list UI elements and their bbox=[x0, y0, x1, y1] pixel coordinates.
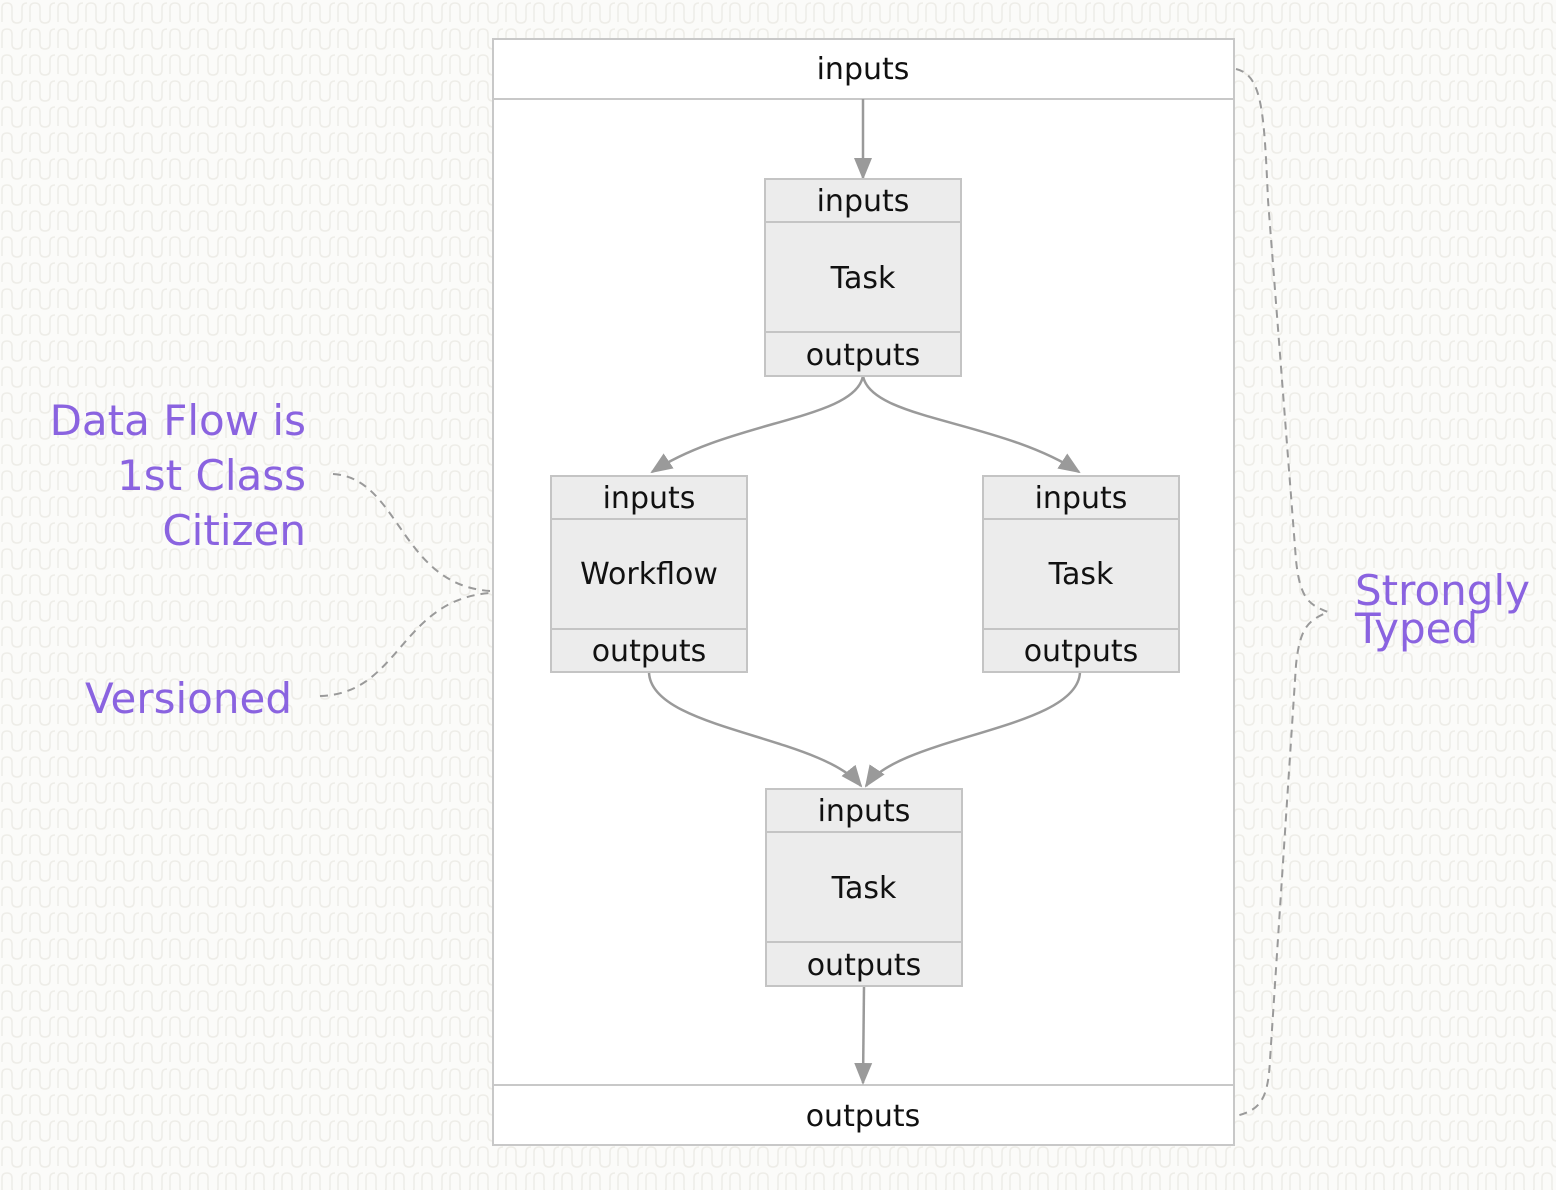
workflow-inputs-bar bbox=[492, 38, 1235, 100]
node-task-bottom: inputs Task outputs bbox=[765, 788, 963, 987]
node-name-label: Task bbox=[831, 871, 897, 906]
node-name-label: Workflow bbox=[580, 557, 718, 592]
edge-workflow-to-task-bottom bbox=[647, 671, 863, 788]
node-name-label: Task bbox=[1048, 557, 1114, 592]
annotation-data-flow-line1: Data Flow is bbox=[50, 396, 306, 445]
node-outputs-label: outputs bbox=[807, 948, 922, 983]
annotation-data-flow-line3: Citizen bbox=[162, 506, 306, 555]
node-outputs-label: outputs bbox=[806, 338, 921, 373]
node-outputs-label: outputs bbox=[592, 634, 707, 669]
annotation-connectors bbox=[319, 68, 1331, 1117]
node-name-label: Task bbox=[830, 261, 896, 296]
edge-task-right-to-task-bottom bbox=[864, 671, 1082, 788]
node-inputs-label: inputs bbox=[818, 794, 911, 829]
workflow-outputs-label: outputs bbox=[806, 1099, 921, 1134]
node-inputs-label: inputs bbox=[603, 481, 696, 516]
workflow-inputs-label: inputs bbox=[817, 52, 910, 87]
annotation-strongly-line2: Typed bbox=[1354, 604, 1478, 653]
node-workflow-left: inputs Workflow outputs bbox=[550, 475, 748, 673]
annotation-data-flow-line2: 1st Class bbox=[117, 451, 306, 500]
annotation-strongly-line1: Strongly bbox=[1355, 566, 1530, 615]
annotation-versioned: Versioned bbox=[85, 674, 292, 723]
edge-task-top-to-workflow bbox=[650, 375, 865, 474]
node-outputs-label: outputs bbox=[1024, 634, 1139, 669]
workflow-outputs-bar bbox=[492, 1084, 1235, 1146]
connector-versioned bbox=[319, 592, 491, 697]
node-inputs-label: inputs bbox=[817, 184, 910, 219]
connector-data-flow bbox=[332, 473, 491, 592]
edge-task-bottom-to-outputs bbox=[854, 985, 873, 1085]
edge-task-top-to-task-right bbox=[861, 375, 1081, 474]
connector-strongly-typed-brace bbox=[1235, 68, 1331, 1117]
annotations: Data Flow is 1st Class Citizen Versioned… bbox=[50, 396, 1530, 723]
node-inputs-label: inputs bbox=[1035, 481, 1128, 516]
node-task-top: inputs Task outputs bbox=[764, 178, 962, 377]
node-task-right: inputs Task outputs bbox=[982, 475, 1180, 673]
edges bbox=[647, 99, 1082, 1085]
